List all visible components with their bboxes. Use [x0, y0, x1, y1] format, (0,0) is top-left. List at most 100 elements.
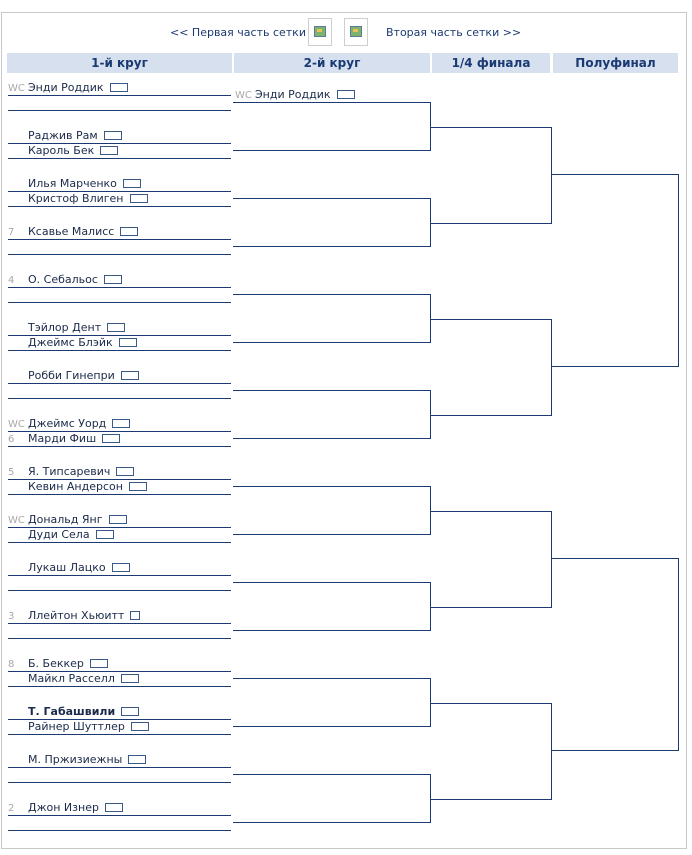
quarterfinal-slot-line — [430, 511, 551, 512]
flag-icon — [109, 83, 128, 92]
flag-icon — [122, 179, 141, 188]
flag-icon — [130, 611, 141, 620]
flag-icon — [104, 803, 123, 812]
round2-connector — [430, 102, 431, 151]
player-row[interactable]: Лукаш Лацко — [8, 561, 130, 575]
player-name[interactable]: Майкл Расселл — [28, 672, 115, 685]
seed-label: 3 — [8, 611, 15, 622]
round2-slot-line — [233, 342, 430, 343]
player-name[interactable]: Лукаш Лацко — [28, 561, 106, 574]
player-name[interactable]: Ксавье Малисс — [28, 225, 115, 238]
player-row[interactable]: Дуди Села — [8, 528, 114, 542]
prev-part-link[interactable]: << Первая часть сетки — [170, 26, 306, 39]
slot-line — [8, 638, 231, 639]
player-name[interactable]: Энди Роддик — [255, 88, 331, 101]
player-row[interactable]: Робби Гинепри — [8, 369, 139, 383]
slot-line — [8, 623, 231, 624]
player-row[interactable]: Райнер Шуттлер — [8, 720, 149, 734]
slot-line — [8, 158, 231, 159]
player-name[interactable]: Б. Беккер — [28, 657, 84, 670]
player-row[interactable]: 3 Ллейтон Хьюитт — [8, 609, 141, 623]
player-name[interactable]: Райнер Шуттлер — [28, 720, 125, 733]
next-part-button[interactable] — [344, 18, 368, 46]
slot-line — [8, 479, 231, 480]
round2-slot-line — [233, 246, 430, 247]
round2-connector — [430, 198, 431, 247]
player-row[interactable]: Майкл Расселл — [8, 672, 139, 686]
flag-icon — [120, 371, 139, 380]
player-row[interactable]: Раджив Рам — [8, 129, 122, 143]
player-row[interactable]: Кароль Бек — [8, 144, 119, 158]
round2-slot-line — [233, 630, 430, 631]
player-name[interactable]: Ллейтон Хьюитт — [28, 609, 125, 622]
header-quarterfinal: 1/4 финала — [432, 53, 550, 73]
player-row[interactable]: М. Пржизиежны — [8, 753, 147, 767]
player-name[interactable]: Робби Гинепри — [28, 369, 115, 382]
player-name[interactable]: М. Пржизиежны — [28, 753, 123, 766]
round2-connector — [430, 486, 431, 535]
header-round1: 1-й круг — [7, 53, 232, 73]
slot-line — [8, 671, 231, 672]
player-name[interactable]: Т. Габашвили — [28, 705, 116, 718]
flag-icon — [336, 90, 355, 99]
round2-connector — [430, 774, 431, 823]
round2-slot-line — [233, 726, 430, 727]
flag-icon — [128, 482, 147, 491]
round2-slot-line — [233, 198, 430, 199]
slot-line — [8, 191, 231, 192]
slot-line — [8, 431, 231, 432]
round2-slot-line — [233, 822, 430, 823]
player-row[interactable]: 2 Джон Изнер — [8, 801, 123, 815]
quarterfinal-connector — [551, 127, 552, 224]
player-name[interactable]: Джеймс Уорд — [28, 417, 107, 430]
player-row[interactable]: Т. Габашвили — [8, 705, 140, 719]
seed-label: WC — [8, 419, 25, 430]
slot-line — [8, 719, 231, 720]
flag-icon — [128, 755, 147, 764]
player-row[interactable]: Тэйлор Дент — [8, 321, 126, 335]
player-name[interactable]: Марди Фиш — [28, 432, 97, 445]
player-name[interactable]: Дуди Села — [28, 528, 90, 541]
flag-icon — [102, 434, 121, 443]
player-name[interactable]: Я. Типсаревич — [28, 465, 111, 478]
player-row[interactable]: Джеймс Блэйк — [8, 336, 137, 350]
flag-icon — [108, 515, 127, 524]
round2-slot-line — [233, 534, 430, 535]
next-part-link[interactable]: Вторая часть сетки >> — [386, 26, 522, 39]
player-row[interactable]: Илья Марченко — [8, 177, 141, 191]
player-row[interactable]: Кевин Андерсон — [8, 480, 147, 494]
seed-label: 7 — [8, 227, 15, 238]
semifinal-connector — [678, 558, 679, 751]
semifinal-connector — [678, 174, 679, 367]
player-name[interactable]: Раджив Рам — [28, 129, 98, 142]
image-icon — [350, 26, 362, 37]
player-name[interactable]: Дональд Янг — [28, 513, 103, 526]
slot-line — [8, 254, 231, 255]
prev-part-button[interactable] — [308, 18, 332, 46]
player-name[interactable]: Джеймс Блэйк — [28, 336, 113, 349]
semifinal-slot-line — [552, 174, 678, 175]
player-row[interactable]: Кристоф Влиген — [8, 192, 148, 206]
player-name[interactable]: Джон Изнер — [28, 801, 99, 814]
player-name[interactable]: Кристоф Влиген — [28, 192, 124, 205]
seed-label: 2 — [8, 803, 15, 814]
player-name[interactable]: Илья Марченко — [28, 177, 117, 190]
player-name[interactable]: Энди Роддик — [28, 81, 104, 94]
player-name[interactable]: Кевин Андерсон — [28, 480, 123, 493]
slot-line — [8, 734, 231, 735]
player-name[interactable]: Кароль Бек — [28, 144, 95, 157]
slot-line — [8, 335, 231, 336]
player-row[interactable]: 7 Ксавье Малисс — [8, 225, 139, 239]
flag-icon — [120, 227, 139, 236]
player-name[interactable]: Тэйлор Дент — [28, 321, 102, 334]
player-name[interactable]: О. Себальос — [28, 273, 98, 286]
flag-icon — [95, 530, 114, 539]
